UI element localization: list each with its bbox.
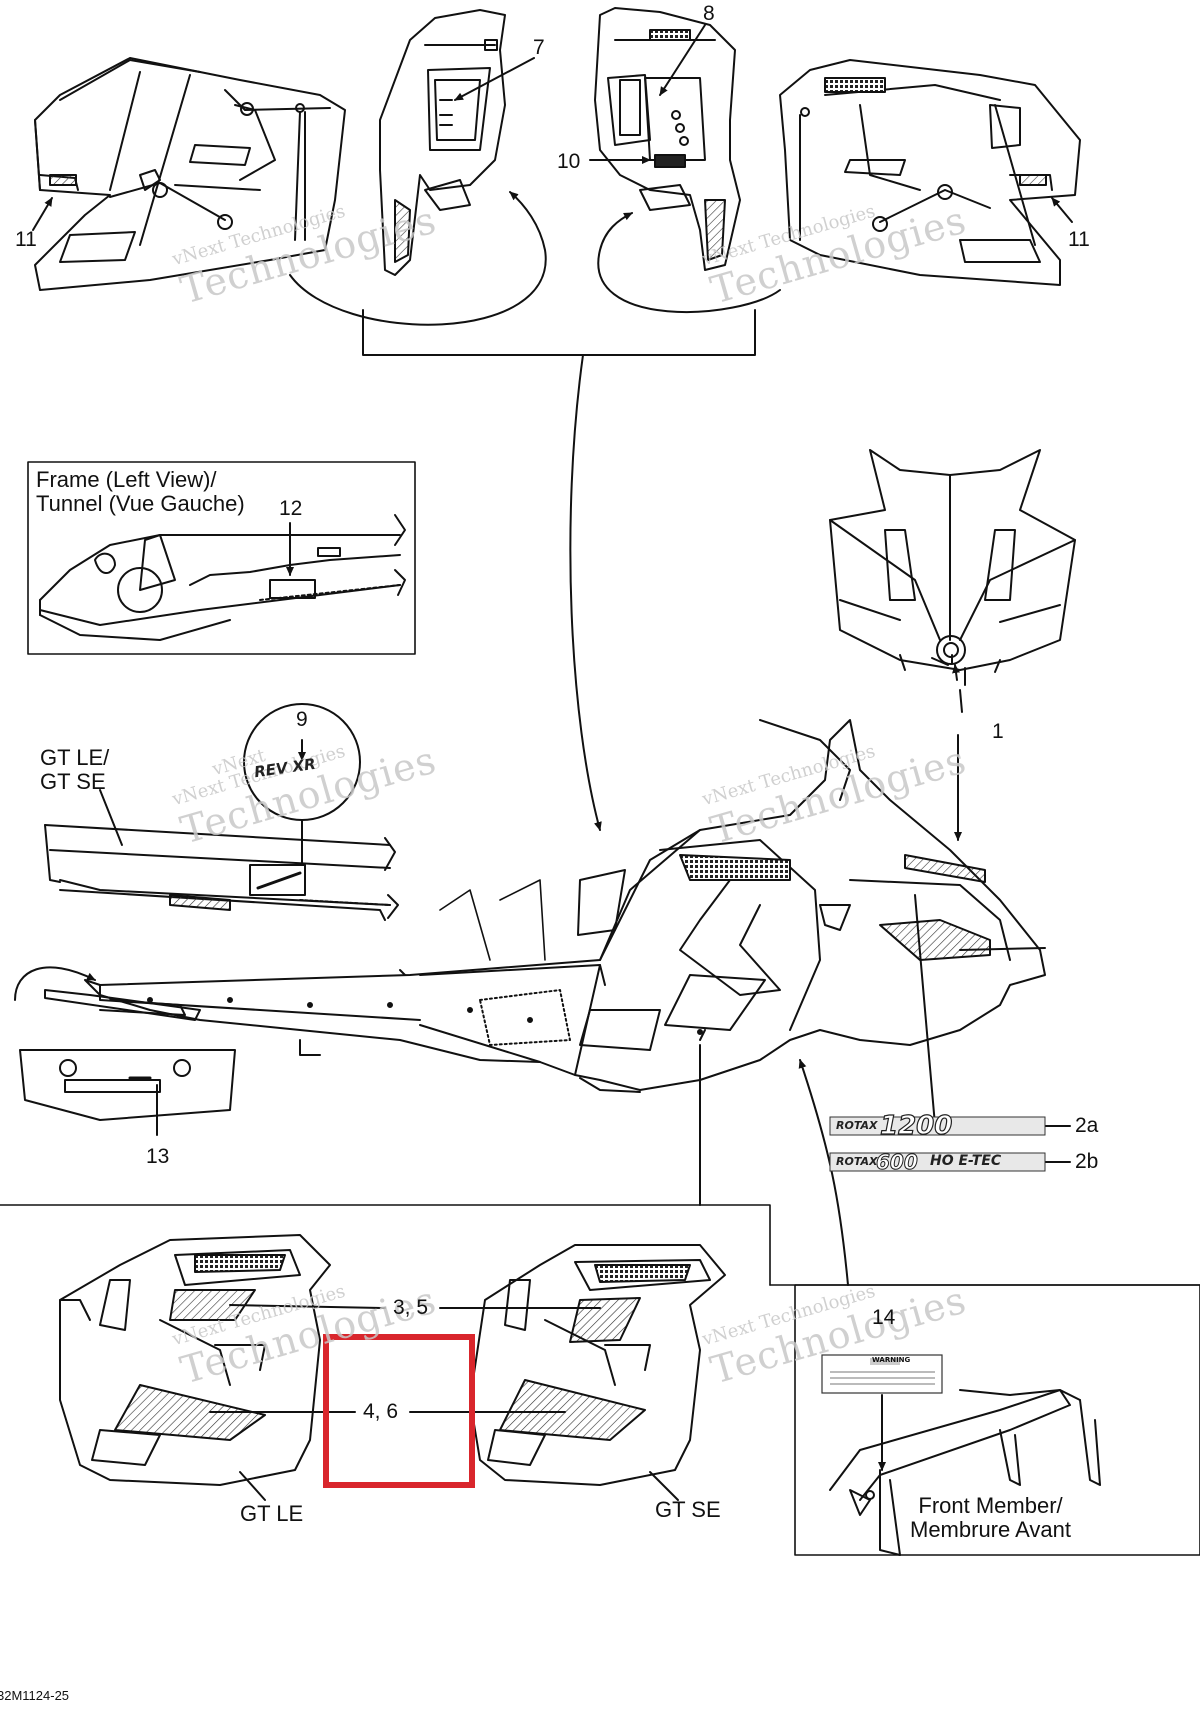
gt-inset-frame (0, 1204, 771, 1286)
callout-2b: 2b (1075, 1150, 1099, 1173)
side-panel-top-right (779, 59, 1081, 286)
rotax-600-model: 600 (876, 1150, 919, 1175)
callout-10: 10 (557, 150, 581, 173)
tunnel-strip-gt (44, 824, 399, 921)
gt-le-se-label: GT LE/ GT SE (40, 745, 110, 795)
gt-le-label: GT LE (240, 1501, 304, 1526)
highlight-box (323, 1334, 475, 1488)
rotax-1200-model: 1200 (879, 1110, 953, 1141)
callout-11-right: 11 (1068, 228, 1090, 251)
frame-view-title-line2: Tunnel (Vue Gauche) (36, 491, 245, 517)
front-member-label: Front Member/ Membrure Avant (910, 1493, 1072, 1543)
frame-tunnel-drawing (39, 514, 406, 641)
warning-label-text: WARNING (872, 1356, 911, 1364)
gt-le-se-label-line1: GT LE/ (40, 745, 110, 770)
callout-11-left: 11 (15, 228, 37, 251)
frame-view-title-line1: Frame (Left View)/ (36, 467, 217, 492)
snowmobile-main-drawing (84, 719, 1046, 1093)
callout-14: 14 (872, 1306, 896, 1329)
callout-12: 12 (279, 497, 303, 520)
panel-group-bracket (362, 309, 756, 356)
warning-label-decal (821, 1354, 943, 1394)
side-panel-top-left (34, 57, 346, 291)
front-member-label-line1: Front Member/ (918, 1493, 1063, 1518)
callout-13: 13 (146, 1145, 170, 1168)
callout-3-5: 3, 5 (393, 1296, 429, 1319)
frame-view-title: Frame (Left View)/ Tunnel (Vue Gauche) (36, 467, 245, 517)
gt-le-body-drawing (59, 1234, 331, 1486)
callout-2a: 2a (1075, 1114, 1099, 1137)
callout-8: 8 (703, 2, 715, 25)
rotax-1200-brand: ROTAX (836, 1119, 878, 1132)
callout-1: 1 (992, 720, 1004, 743)
frame-left-view-inset (27, 461, 416, 655)
gt-se-label: GT SE (655, 1497, 721, 1522)
side-panel-top-center-right (594, 7, 741, 271)
rotax-600-brand: ROTAX (836, 1155, 878, 1168)
callout-4-6: 4, 6 (363, 1400, 399, 1423)
front-member-drawing (829, 1389, 1101, 1556)
callout-9: 9 (296, 708, 308, 731)
gt-se-body-drawing (469, 1244, 726, 1486)
callout-7: 7 (533, 36, 545, 59)
rotax-600-suffix: HO E-TEC (930, 1153, 1002, 1169)
front-member-label-line2: Membrure Avant (910, 1517, 1072, 1543)
side-panel-top-center-left (379, 9, 506, 276)
hood-drawing (829, 449, 1076, 673)
rear-flap-drawing (19, 1049, 236, 1121)
gt-le-se-label-line2: GT SE (40, 769, 106, 795)
rotax-1200-decal (829, 1116, 1046, 1172)
figure-code: 32M1124-25 (0, 1688, 70, 1703)
